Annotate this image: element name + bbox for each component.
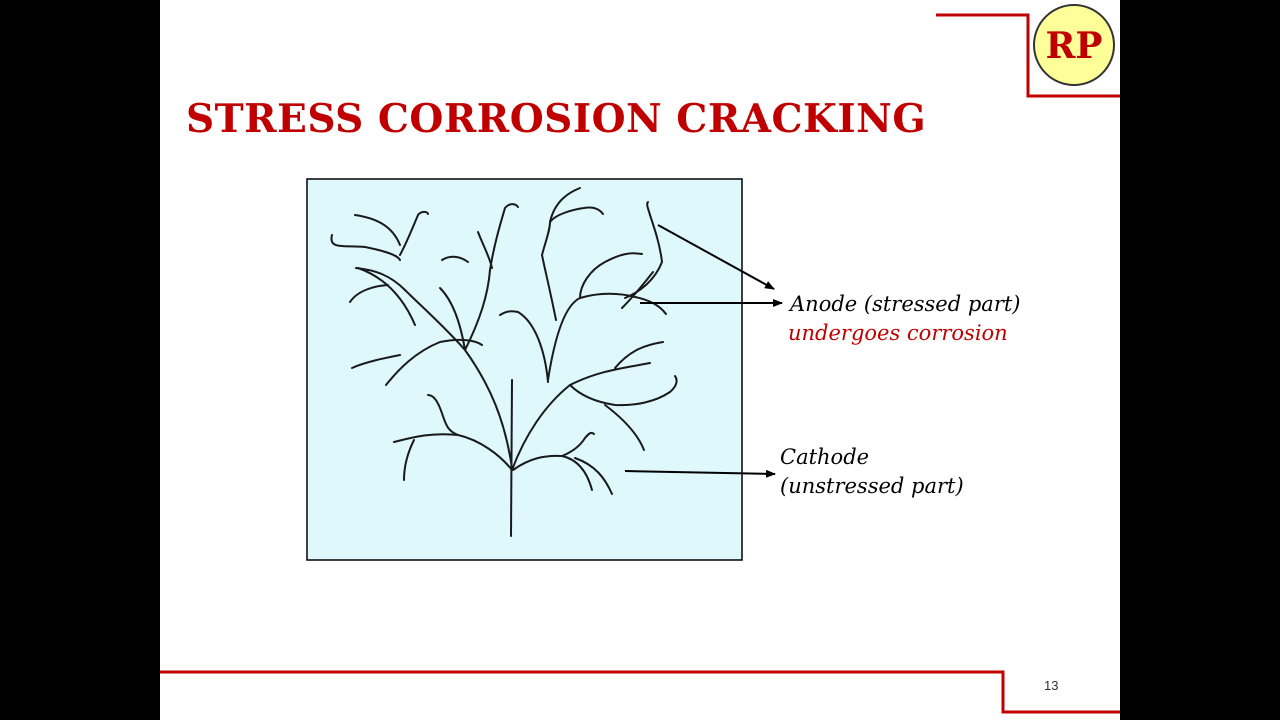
- crack-branch: [561, 431, 595, 457]
- crack-branch: [499, 310, 549, 383]
- crack-branch: [549, 187, 581, 223]
- crack-branch: [439, 287, 466, 351]
- crack-branch: [441, 255, 469, 263]
- crack-branch: [614, 341, 664, 369]
- crack-branch: [354, 214, 401, 246]
- slide-title: STRESS CORROSION CRACKING: [186, 96, 927, 142]
- crack-branch: [385, 338, 483, 386]
- cathode-label: Cathode: [780, 445, 870, 469]
- crack-branch: [489, 203, 519, 271]
- crack-branch: [399, 210, 429, 256]
- crack-diagram: [306, 178, 783, 561]
- crack-branch: [330, 234, 401, 261]
- cathode-arrow: [624, 469, 776, 478]
- crack-trunk: [510, 379, 513, 537]
- rp-logo: RP: [1033, 4, 1115, 86]
- bottom-frame-line: [160, 670, 1120, 714]
- crack-branch: [403, 439, 415, 481]
- anode-note: undergoes corrosion: [788, 321, 1008, 345]
- crack-branch: [621, 271, 654, 309]
- logo-text: RP: [1046, 25, 1103, 67]
- anode-arrow-upper: [657, 224, 775, 290]
- label-arrows: [624, 224, 783, 478]
- crack-branch: [579, 252, 643, 299]
- crack-branch: [574, 457, 613, 495]
- cathode-sublabel: (unstressed part): [780, 474, 964, 498]
- slide: RP STRESS CORROSION CRACKING: [160, 0, 1120, 720]
- crack-branch: [349, 284, 389, 303]
- crack-branch: [569, 375, 678, 407]
- metal-panel: [306, 178, 743, 561]
- crack-branch: [357, 267, 416, 326]
- crack-branch: [464, 269, 491, 351]
- crack-branch: [540, 221, 557, 321]
- top-right-frame-line: [936, 13, 1120, 98]
- crack-branch: [351, 354, 401, 369]
- anode-label: Anode (stressed part): [790, 292, 1021, 316]
- crack-branch: [604, 404, 645, 451]
- crack-branch: [549, 206, 604, 223]
- crack-branch: [477, 231, 493, 269]
- crack-branch: [646, 201, 651, 216]
- page-number: 13: [1044, 678, 1059, 693]
- slide-decoration: RP: [160, 4, 1120, 714]
- crack-branches: [330, 187, 678, 537]
- crack-branch: [427, 394, 459, 436]
- logo-circle: [1033, 4, 1115, 86]
